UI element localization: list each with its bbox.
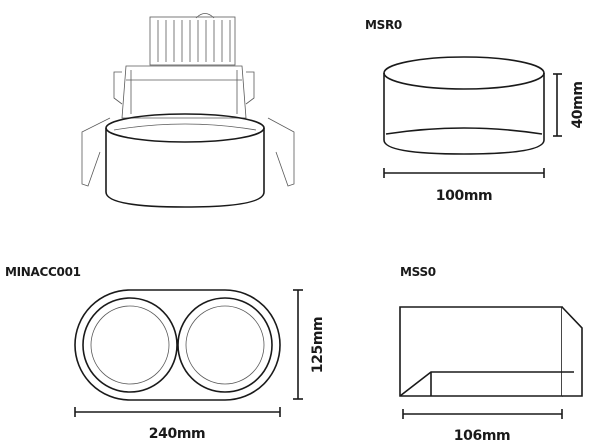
msr0-shade-top	[383, 56, 545, 90]
downlight-fitting-drawing	[81, 13, 295, 208]
msr0-shade-drawing	[383, 56, 545, 155]
heatsink-body	[149, 16, 236, 66]
msr0-product-code: MSR0	[365, 18, 402, 32]
cylinder-rim	[105, 113, 265, 143]
msr0-shade-bottom-edge	[385, 127, 543, 135]
mss0-side-face	[561, 306, 583, 397]
right-spring-clip	[267, 117, 295, 187]
minacc001-height-label: 125mm	[310, 317, 326, 373]
minacc001-height-dimension	[293, 289, 303, 400]
minacc001-plate-outline	[74, 289, 281, 401]
minacc001-right-ring-inner	[185, 305, 265, 385]
heatsink-fins	[157, 20, 231, 62]
minacc001-section: MINACC001 125mm 240mm	[5, 265, 326, 442]
minacc001-right-ring-outer	[177, 297, 273, 393]
collar-housing	[121, 65, 247, 119]
left-bracket	[113, 71, 123, 105]
right-bracket	[245, 71, 255, 105]
mss0-width-dimension	[402, 409, 563, 419]
mss0-product-code: MSS0	[400, 265, 436, 279]
msr0-height-dimension	[553, 73, 562, 137]
minacc001-left-ring-inner	[90, 305, 170, 385]
msr0-width-label: 100mm	[436, 188, 492, 204]
mss0-square-shade-drawing	[399, 306, 583, 397]
mss0-width-label: 106mm	[454, 428, 510, 443]
minacc001-left-ring-outer	[82, 297, 178, 393]
left-spring-clip	[81, 117, 111, 187]
msr0-shade-body	[383, 73, 545, 155]
minacc001-width-dimension	[74, 407, 281, 417]
msr0-section: MSR0 40mm 100mm	[365, 18, 586, 204]
msr0-width-dimension	[383, 168, 545, 178]
minacc001-width-label: 240mm	[149, 426, 205, 442]
mss0-front-face	[399, 306, 563, 397]
minacc001-product-code: MINACC001	[5, 265, 81, 279]
cylinder-body	[105, 128, 265, 208]
msr0-height-label: 40mm	[570, 81, 586, 128]
cylinder-inner-rim	[113, 123, 257, 131]
mss0-section: MSS0 106mm	[399, 265, 583, 443]
minacc001-twin-plate-drawing	[74, 289, 281, 401]
